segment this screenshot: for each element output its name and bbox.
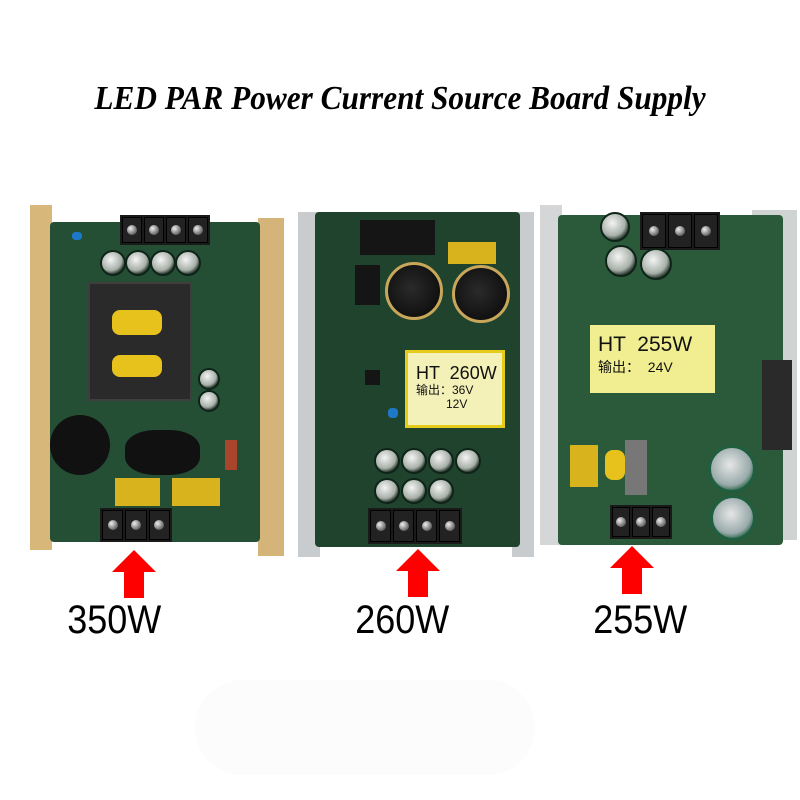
- heatsink-fins: [762, 360, 792, 450]
- capacitor: [374, 478, 400, 504]
- bulk-capacitor: [710, 495, 756, 541]
- capacitor: [100, 250, 126, 276]
- choke: [360, 220, 435, 255]
- capacitor: [640, 248, 672, 280]
- capacitor: [374, 448, 400, 474]
- capacitor: [125, 250, 151, 276]
- bulk-capacitor: [50, 415, 110, 475]
- faint-watermark: [195, 680, 535, 775]
- rating-sticker: HT 260W 输出：36V 12V: [405, 350, 505, 428]
- transformer: [88, 282, 192, 401]
- filter-capacitor: [115, 478, 160, 506]
- blue-capacitor: [72, 232, 82, 240]
- wattage-label-255w: 255W: [593, 598, 688, 642]
- heatsink-rail-left: [540, 205, 562, 545]
- sticker-model: HT 260W: [416, 363, 497, 383]
- capacitor: [198, 390, 220, 412]
- red-arrow-up-icon: [396, 549, 440, 597]
- capacitor: [428, 478, 454, 504]
- capacitor: [600, 212, 630, 242]
- blue-capacitor: [388, 408, 398, 418]
- capacitor: [401, 478, 427, 504]
- terminal-block: [100, 508, 172, 542]
- bulk-capacitor: [452, 265, 510, 323]
- inductor: [355, 265, 380, 305]
- toroid-inductor: [125, 430, 200, 475]
- heatsink-rail-left: [30, 205, 52, 550]
- heatsink-rail-left: [298, 212, 320, 557]
- capacitor: [605, 245, 637, 277]
- ic-chip: [365, 370, 380, 385]
- wattage-label-260w: 260W: [355, 598, 450, 642]
- terminal-block: [120, 215, 210, 245]
- rating-sticker: HT 255W 输出： 24V: [590, 325, 715, 393]
- heatsink-rail-right: [258, 218, 284, 556]
- filter-capacitor: [172, 478, 220, 506]
- red-arrow-up-icon: [610, 546, 654, 594]
- bulk-capacitor: [385, 262, 443, 320]
- transformer-coil: [112, 355, 162, 377]
- sticker-output: 输出： 24V: [598, 359, 673, 375]
- capacitor: [455, 448, 481, 474]
- filter-capacitor: [448, 242, 496, 264]
- resistor: [225, 440, 237, 470]
- inductor-coil: [605, 450, 625, 480]
- capacitor: [150, 250, 176, 276]
- capacitor: [401, 448, 427, 474]
- terminal-block: [610, 505, 672, 539]
- wattage-label-350w: 350W: [67, 598, 162, 642]
- filter-capacitor: [570, 445, 598, 487]
- terminal-block: [640, 212, 720, 250]
- transformer-coil: [112, 310, 162, 335]
- sticker-output-2: 12V: [416, 397, 468, 411]
- red-arrow-up-icon: [112, 550, 156, 598]
- capacitor: [198, 368, 220, 390]
- sticker-model: HT 255W: [598, 333, 693, 356]
- capacitor: [175, 250, 201, 276]
- bulk-capacitor: [708, 445, 756, 493]
- page-title: LED PAR Power Current Source Board Suppl…: [94, 80, 706, 117]
- terminal-block: [368, 508, 462, 544]
- sticker-output: 输出：36V: [416, 383, 474, 397]
- capacitor: [428, 448, 454, 474]
- transistor: [625, 440, 647, 495]
